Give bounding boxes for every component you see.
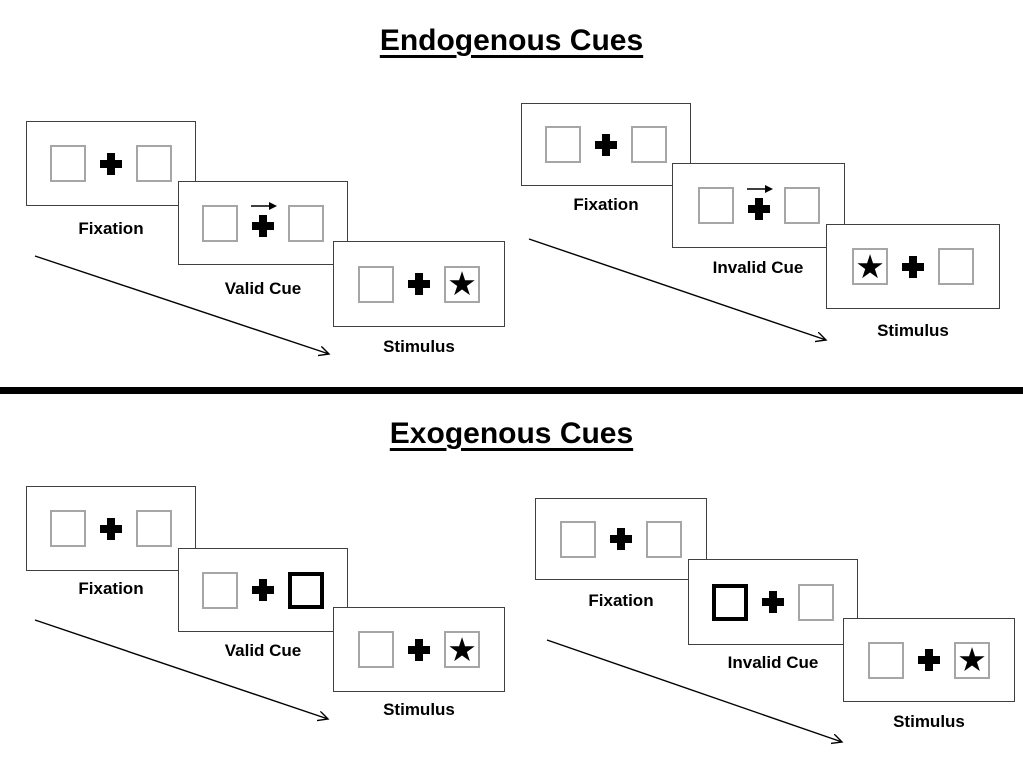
star-icon: ★ xyxy=(855,246,885,286)
stimulus-star-box: ★ xyxy=(444,264,480,303)
exo-invalid-cue-card xyxy=(688,559,858,645)
fixation-cross-icon xyxy=(252,215,274,237)
time-arrow-endogenous-invalid xyxy=(528,238,826,340)
left-placeholder-box xyxy=(202,571,238,609)
highlighted-cue-box xyxy=(288,571,324,609)
stimulus-star-box: ★ xyxy=(954,640,990,679)
fixation-cross-icon xyxy=(918,649,940,671)
time-arrow-endogenous-valid xyxy=(34,255,329,354)
left-placeholder-box xyxy=(50,145,86,182)
fixation-cross-icon xyxy=(100,152,122,175)
endo-valid-fixation-card xyxy=(26,121,196,206)
star-icon: ★ xyxy=(447,629,477,669)
left-placeholder-box xyxy=(202,204,238,242)
left-placeholder-box xyxy=(560,520,596,558)
step-label-fixation: Fixation xyxy=(573,195,639,214)
exo-valid-stimulus-card: ★ xyxy=(333,607,505,692)
fixation-cross-icon xyxy=(252,579,274,601)
left-placeholder-box xyxy=(358,265,394,303)
exo-valid-cue-card xyxy=(178,548,348,632)
fixation-cross-icon xyxy=(408,273,430,295)
endogenous-section-title: Endogenous Cues xyxy=(379,24,644,57)
endo-invalid-stimulus-card: ★ xyxy=(826,224,1000,309)
fixation-cross-icon xyxy=(100,517,122,540)
step-label-stimulus: Stimulus xyxy=(383,337,455,356)
right-placeholder-box xyxy=(136,145,172,182)
fixation-cross-icon xyxy=(595,133,617,156)
right-placeholder-box xyxy=(646,520,682,558)
exogenous-section-title: Exogenous Cues xyxy=(389,417,634,450)
right-placeholder-box xyxy=(136,510,172,547)
fixation-cross-icon xyxy=(747,197,770,220)
stimulus-star-box: ★ xyxy=(852,248,888,285)
right-placeholder-box xyxy=(798,583,834,621)
right-placeholder-box xyxy=(288,204,324,242)
time-arrow-exogenous-valid xyxy=(34,619,328,719)
right-placeholder-box xyxy=(783,187,820,224)
cue-arrow-right-icon xyxy=(251,202,277,210)
right-placeholder-box xyxy=(938,248,974,285)
step-label-stimulus: Stimulus xyxy=(877,321,949,340)
left-placeholder-box xyxy=(868,641,904,679)
exo-invalid-fixation-card xyxy=(535,498,707,580)
step-label-invalid-cue: Invalid Cue xyxy=(712,258,804,277)
left-placeholder-box xyxy=(50,510,86,547)
step-label-invalid-cue: Invalid Cue xyxy=(727,653,819,672)
left-placeholder-box xyxy=(697,187,734,224)
endo-valid-stimulus-card: ★ xyxy=(333,241,505,327)
section-divider xyxy=(0,387,1023,394)
step-label-fixation: Fixation xyxy=(588,591,654,610)
endo-valid-cue-card xyxy=(178,181,348,265)
stimulus-star-box: ★ xyxy=(444,631,480,668)
step-label-stimulus: Stimulus xyxy=(383,700,455,719)
endo-invalid-cue-card xyxy=(672,163,845,248)
step-label-stimulus: Stimulus xyxy=(893,712,965,731)
left-placeholder-box xyxy=(358,631,394,668)
step-label-fixation: Fixation xyxy=(78,219,144,238)
left-placeholder-box xyxy=(545,126,581,163)
step-label-valid-cue: Valid Cue xyxy=(224,641,302,660)
cue-arrow-right-icon xyxy=(746,184,773,193)
star-icon: ★ xyxy=(447,264,477,303)
exo-invalid-stimulus-card: ★ xyxy=(843,618,1015,702)
highlighted-cue-box xyxy=(712,583,748,621)
star-icon: ★ xyxy=(957,640,987,679)
endo-invalid-fixation-card xyxy=(521,103,691,186)
right-placeholder-box xyxy=(631,126,667,163)
fixation-cross-icon xyxy=(408,638,430,661)
fixation-cross-icon xyxy=(762,591,784,613)
fixation-cross-icon xyxy=(610,528,632,550)
fixation-cross-icon xyxy=(902,255,924,278)
step-label-valid-cue: Valid Cue xyxy=(224,279,302,298)
exo-valid-fixation-card xyxy=(26,486,196,571)
step-label-fixation: Fixation xyxy=(78,579,144,598)
